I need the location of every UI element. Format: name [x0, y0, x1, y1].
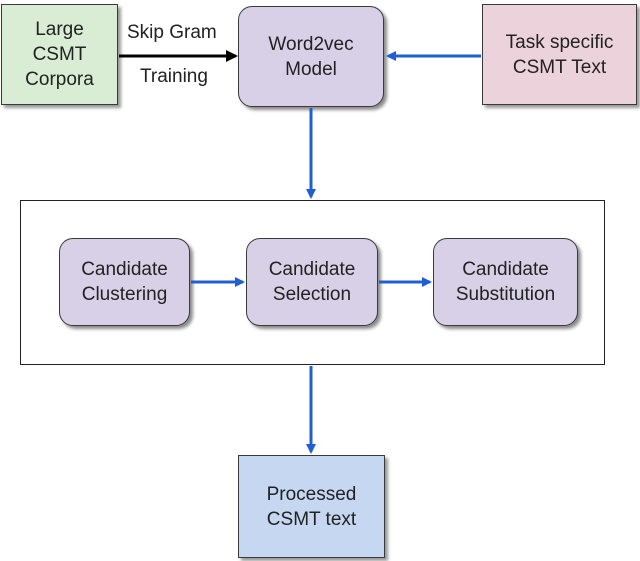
- node-line: Model: [285, 58, 337, 80]
- candidate-selection-box: Candidate Selection: [246, 238, 378, 326]
- skip-gram-label: Skip Gram: [127, 22, 217, 43]
- node-line: Candidate: [81, 259, 168, 280]
- node-line: Candidate: [268, 259, 356, 280]
- node-line: Corpora: [25, 69, 94, 90]
- node-line: Candidate: [462, 259, 549, 280]
- training-label: Training: [140, 66, 208, 87]
- node-line: Selection: [272, 284, 352, 305]
- node-line: CSMT Text: [512, 56, 607, 78]
- candidate-clustering-box: Candidate Clustering: [59, 238, 190, 326]
- node-line: Clustering: [81, 284, 168, 305]
- node-line: Processed: [266, 483, 357, 505]
- node-line: Large: [35, 19, 84, 40]
- node-line: Word2vec: [268, 33, 354, 55]
- node-line: CSMT: [32, 44, 87, 65]
- node-line: CSMT text: [266, 508, 357, 530]
- candidate-substitution-box: Candidate Substitution: [433, 238, 578, 326]
- task-specific-csmt-text-box: Task specific CSMT Text: [482, 4, 637, 105]
- candidate-process-container: [20, 200, 605, 365]
- processed-csmt-text-box: Processed CSMT text: [238, 455, 385, 558]
- node-line: Task specific: [505, 31, 614, 53]
- node-line: Substitution: [455, 284, 556, 305]
- large-csmt-corpora-box: Large CSMT Corpora: [1, 4, 118, 105]
- word2vec-model-box: Word2vec Model: [238, 6, 384, 107]
